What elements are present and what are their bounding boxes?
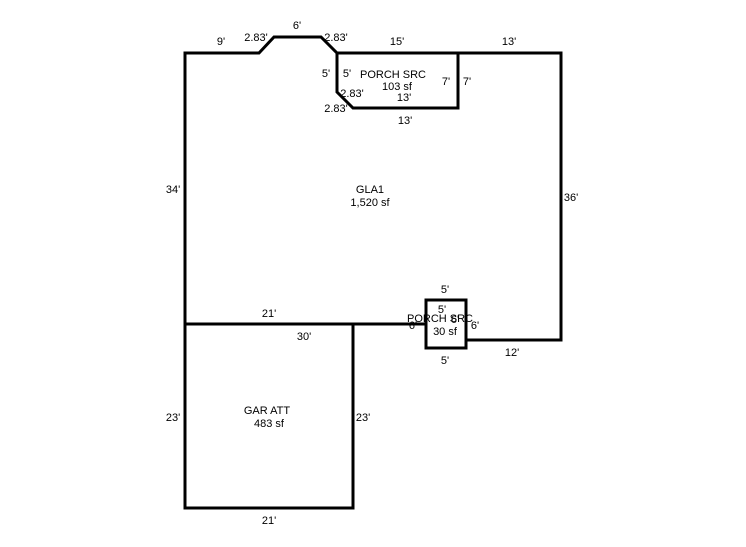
garage-outline [183,322,355,510]
dim-porch-small-right: 6' [471,320,479,332]
porch-top-outline [335,51,460,110]
dim-garage-bottom: 21' [262,515,276,527]
porch-small-size: 30 sf [433,326,458,338]
dim-gla-porch-diag: 2.83' [324,103,348,115]
dim-gla-top-left: 9' [217,36,225,48]
gla-outline [183,35,563,342]
dim-porch-top-left: 5' [343,68,351,80]
dim-gla-top-porch: 15' [390,36,404,48]
garage-size: 483 sf [254,418,285,430]
porch-top-name: PORCH SRC [360,69,426,81]
dim-gla-bay-top: 6' [293,20,301,32]
dim-porch-small-top-outer: 5' [441,284,449,296]
dim-porch-small-left: 6' [409,320,417,332]
dim-porch-small-right-inner: 6' [451,314,459,326]
dim-gla-porch-left: 5' [322,68,330,80]
dim-porch-top-bottom: 13' [397,92,411,104]
dim-garage-right: 23' [356,412,370,424]
dim-porch-top-right-outer: 7' [463,76,471,88]
dim-porch-top-right: 7' [442,76,450,88]
dim-gla-bay-left-diag: 2.83' [244,32,268,44]
dim-garage-top-inner: 30' [297,331,311,343]
dim-gla-porch-bottom: 13' [398,115,412,127]
porch-top-size: 103 sf [382,81,413,93]
dim-porch-small-top-inner: 5' [438,304,446,316]
gla-size: 1,520 sf [350,197,390,209]
dim-gla-bay-right-diag: 2.83' [324,32,348,44]
dim-gla-top-right: 13' [502,36,516,48]
porch-small-outline [424,298,468,350]
gla-name: GLA1 [356,184,384,196]
dim-porch-top-diag: 2.83' [340,88,364,100]
dim-porch-small-bottom: 5' [441,355,449,367]
porch-small-name: PORCH SRC [407,313,473,325]
dim-gla-bottom-left: 21' [262,308,276,320]
dim-gla-bottom-right: 12' [505,347,519,359]
dim-gla-left: 34' [166,184,180,196]
dim-garage-left: 23' [166,412,180,424]
garage-name: GAR ATT [244,405,291,417]
dim-gla-right: 36' [564,192,578,204]
